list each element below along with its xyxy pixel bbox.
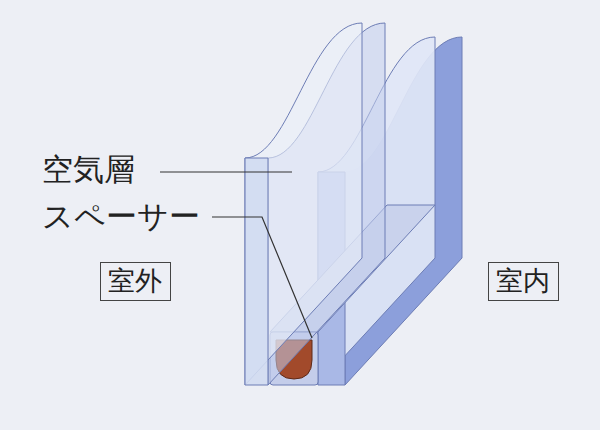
leader-line <box>212 217 312 338</box>
outer-pane-edge <box>245 158 268 385</box>
box-text: 室内 <box>496 265 551 297</box>
box-text: 室外 <box>108 265 163 297</box>
part-label: 空気層 <box>42 152 135 188</box>
boxed-label: 室外 <box>100 262 171 301</box>
outer-pane-face <box>245 23 362 385</box>
part-label: スペーサー <box>42 199 200 235</box>
boxed-label: 室内 <box>488 262 559 301</box>
leader-line <box>160 171 292 172</box>
